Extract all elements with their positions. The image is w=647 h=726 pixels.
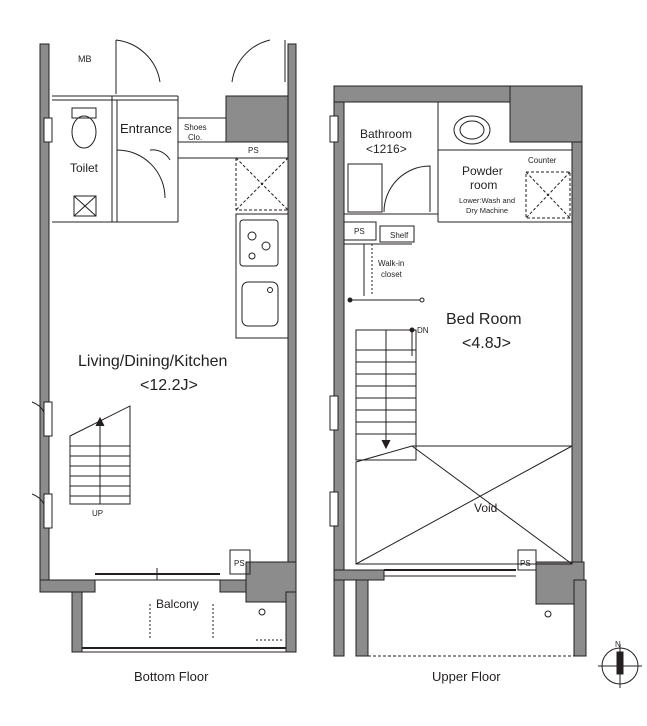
upper-balcony-wall-right	[573, 579, 587, 657]
upper-front-wall	[333, 569, 385, 581]
upper-floor-plan	[329, 85, 587, 657]
entrance-label: Entrance	[120, 121, 172, 136]
upper-balcony-wall-left	[355, 579, 369, 657]
upper-window-left-top	[329, 115, 339, 143]
powder-label: Powder	[462, 164, 503, 178]
shelf-label: Shelf	[390, 231, 409, 240]
upper-window-left-low	[329, 491, 339, 527]
kitchen-sink	[241, 281, 279, 327]
bottom-floor-plan	[31, 39, 297, 653]
north-compass-icon	[598, 644, 642, 688]
bottom-staircase	[69, 405, 131, 505]
bathroom-room	[343, 101, 439, 215]
upper-floor-caption: Upper Floor	[432, 669, 501, 684]
toilet-label: Toilet	[70, 161, 99, 175]
balcony-wall-right	[285, 591, 297, 653]
window-left-mid	[43, 401, 53, 437]
toilet-floor-drain	[73, 195, 97, 217]
bottom-column	[225, 95, 289, 143]
upper-window-left-mid	[329, 395, 339, 431]
counter-label: Counter	[528, 156, 557, 165]
toilet-tank	[71, 107, 97, 119]
stair-down-label: DN	[417, 326, 429, 335]
wash-basin-icon	[453, 115, 491, 145]
laundry-label: Lower:Wash and	[459, 196, 515, 205]
stair-up-label: UP	[92, 509, 103, 518]
bottom-ps-shaft	[235, 157, 289, 211]
walkin-label: Walk-in	[378, 259, 404, 268]
ldk-size: <12.2J>	[140, 377, 198, 394]
laundry-box	[525, 171, 571, 219]
bottom-floor-caption: Bottom Floor	[134, 669, 209, 684]
bottom-ps-top-label: PS	[248, 146, 259, 155]
upper-staircase	[355, 327, 417, 461]
walkin-label-2: closet	[381, 270, 403, 279]
toilet-bowl	[71, 115, 97, 149]
upper-drain-icon	[544, 610, 552, 618]
window-left-top	[43, 117, 53, 143]
entrance-door-swing	[115, 39, 161, 94]
bottom-front-wall	[39, 579, 96, 593]
void-area	[355, 445, 573, 565]
bathroom-size: <1216>	[366, 142, 407, 156]
laundry-label-2: Dry Machine	[466, 206, 508, 215]
bottom-ps-bottom-label: PS	[234, 559, 245, 568]
mb-label: MB	[78, 54, 92, 64]
bedroom-name: Bed Room	[446, 311, 522, 328]
powder-label-2: room	[470, 178, 497, 192]
balcony-label: Balcony	[156, 597, 199, 611]
void-label: Void	[474, 501, 497, 515]
drain-icon	[258, 608, 266, 616]
window-left-low	[43, 493, 53, 529]
bottom-right-wall	[287, 43, 297, 565]
upper-ps-top-label: PS	[354, 227, 365, 236]
stove	[239, 219, 279, 267]
upper-column	[509, 85, 583, 143]
upper-ps-bottom-label: PS	[520, 559, 531, 568]
balcony-wall-left	[71, 591, 83, 653]
upper-right-wall	[571, 85, 583, 567]
bathroom-door-swing	[383, 165, 431, 213]
bathroom-label: Bathroom	[360, 127, 412, 141]
ldk-name: Living/Dining/Kitchen	[78, 353, 227, 370]
outer-door-swing	[231, 39, 286, 83]
kitchen-counter	[235, 213, 289, 339]
north-label: N	[615, 640, 621, 649]
toilet-door-swing	[116, 149, 166, 199]
shoes-label-2: Clo.	[188, 133, 202, 142]
shoes-label: Shoes	[184, 123, 207, 132]
bedroom-size: <4.8J>	[462, 335, 511, 352]
